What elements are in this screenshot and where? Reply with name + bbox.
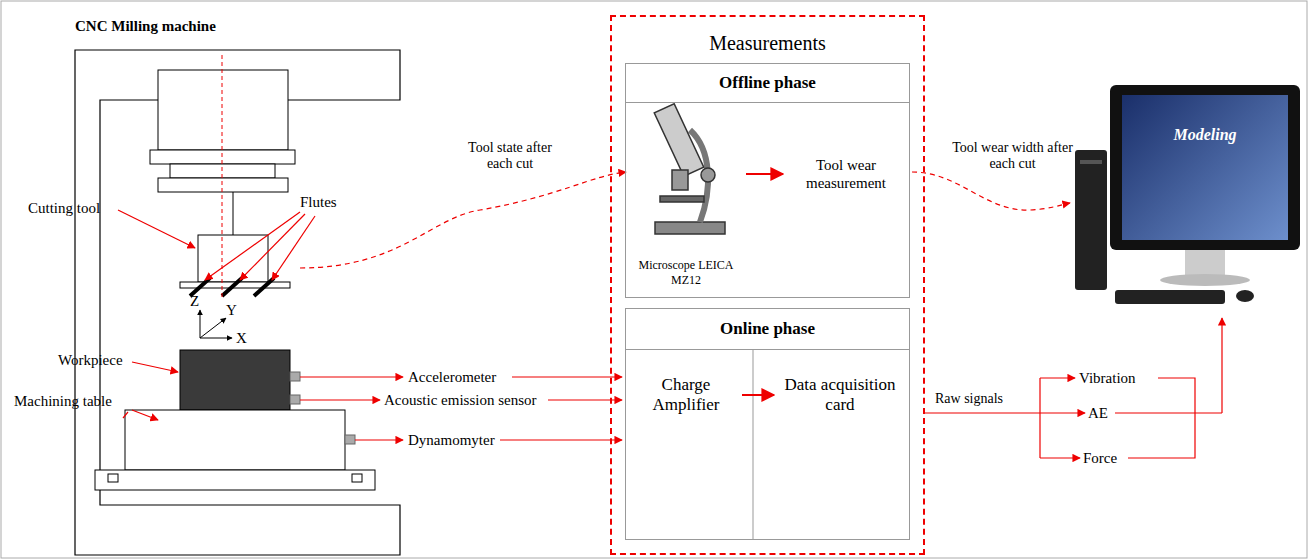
arrow-connector <box>742 394 774 396</box>
node-label: Charge Amplifier <box>632 375 740 416</box>
part-label: Workpiece <box>58 352 138 369</box>
part-label: Flutes <box>300 194 360 211</box>
arrow-connector <box>746 173 783 175</box>
phase-box: Offline phaseMicroscope LEICA MZ12 Tool w… <box>625 63 910 298</box>
process-box: Data acquisition card <box>776 360 904 430</box>
computer-screen: Modeling <box>1122 95 1288 240</box>
part-label: Tool wear width after each cut <box>945 140 1080 172</box>
node-label: Data acquisition card <box>776 375 904 416</box>
node-label: Microscope LEICA MZ12 <box>628 258 744 287</box>
part-label: Cutting tool <box>28 200 128 217</box>
node-label: Tool wear measurement <box>785 156 907 192</box>
process-box: Charge Amplifier <box>632 360 740 430</box>
part-label: Tool state after each cut <box>455 140 565 172</box>
part-label: Raw signals <box>935 391 1025 407</box>
part-label: AE <box>1088 405 1118 422</box>
axis-label: Y <box>226 302 240 319</box>
axis-label: Z <box>190 293 204 310</box>
part-label: Acoustic emission sensor <box>384 392 549 409</box>
node-label: Modeling <box>1122 125 1288 144</box>
part-label: Machining table <box>14 393 134 410</box>
part-label: Vibration <box>1079 370 1159 387</box>
part-label: Force <box>1083 450 1133 467</box>
phase-heading: Online phase <box>626 309 909 350</box>
part-label: Accelerometer <box>408 369 518 386</box>
phase-heading: Offline phase <box>626 64 909 103</box>
group-box: MeasurementsOffline phaseMicroscope LEIC… <box>610 15 925 555</box>
group-heading: Measurements <box>612 31 923 55</box>
axis-label: X <box>236 330 250 347</box>
microscope-figure: Microscope LEICA MZ12 <box>628 102 744 287</box>
phase-box: Online phaseCharge Amplifier Data acquisi… <box>625 308 910 540</box>
figure-title: CNC Milling machine <box>75 18 275 35</box>
process-box: Tool wear measurement <box>785 148 907 200</box>
part-label: Dynamomyter <box>408 432 508 449</box>
